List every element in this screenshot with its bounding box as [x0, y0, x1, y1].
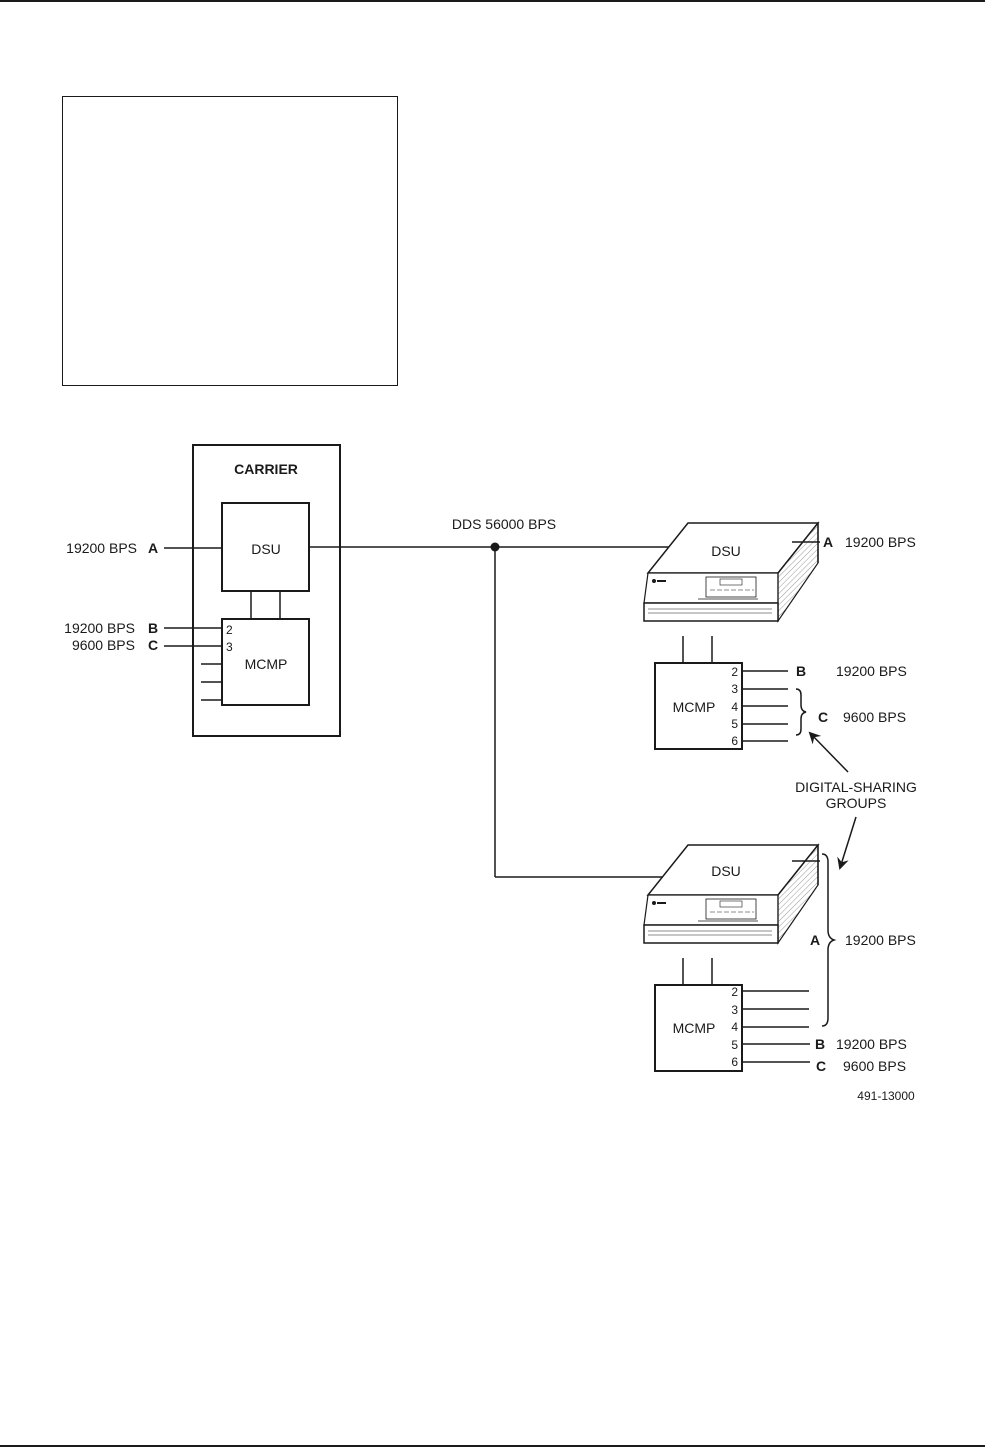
- carrier-dsu-label: DSU: [251, 541, 281, 557]
- annotation-line-1: DIGITAL-SHARING: [795, 779, 917, 795]
- annotation-line-2: GROUPS: [826, 795, 887, 811]
- carrier-input-c-channel: C: [148, 637, 158, 653]
- carrier-input-c-rate: 9600 BPS: [72, 637, 135, 653]
- bottom-rule: [0, 1445, 985, 1447]
- top-rule: [0, 0, 985, 2]
- carrier-enclosure: [192, 444, 341, 737]
- carrier-title: CARRIER: [234, 461, 298, 477]
- remote-1-port-5: 5: [731, 717, 738, 731]
- remote-1-port-4: 4: [731, 700, 738, 714]
- remote-2-port-3: 3: [731, 1003, 738, 1017]
- annotation-arrow-up: [808, 731, 849, 773]
- remote-1-mcmp-label: MCMP: [673, 699, 716, 715]
- dds-link-label: DDS 56000 BPS: [452, 516, 556, 532]
- remote-2-mcmp-label: MCMP: [673, 1020, 716, 1036]
- empty-callout-box: [62, 96, 398, 386]
- remote-2-output-c-rate: 9600 BPS: [843, 1058, 906, 1074]
- carrier-input-b-rate: 19200 BPS: [64, 620, 135, 636]
- carrier-port-2: 2: [226, 623, 233, 637]
- remote-2-output-c-channel: C: [816, 1058, 826, 1074]
- remote-2-port-6: 6: [731, 1055, 738, 1069]
- annotation-arrow-down: [837, 816, 857, 870]
- remote-2-port-2: 2: [731, 985, 738, 999]
- remote-1-port-2: 2: [731, 665, 738, 679]
- carrier-input-a-rate: 19200 BPS: [66, 540, 137, 556]
- carrier-input-a-channel: A: [148, 540, 158, 556]
- carrier-dsu-box: [221, 502, 310, 592]
- remote-1-port-6: 6: [731, 734, 738, 748]
- remote-2-output-b-rate: 19200 BPS: [836, 1036, 907, 1052]
- remote-1-brace: [795, 688, 807, 736]
- figure-id: 491-13000: [857, 1089, 915, 1103]
- remote-1-output-c-rate: 9600 BPS: [843, 709, 906, 725]
- remote-2-output-a-rate: 19200 BPS: [845, 932, 916, 948]
- remote-2-brace: [821, 853, 837, 1027]
- remote-2-dsu-device: [643, 844, 819, 944]
- remote-2-output-b-channel: B: [815, 1036, 825, 1052]
- remote-1-mcmp-box: [654, 662, 743, 750]
- remote-1-port-3: 3: [731, 682, 738, 696]
- remote-2-port-4: 4: [731, 1020, 738, 1034]
- carrier-mcmp-label: MCMP: [245, 656, 288, 672]
- carrier-input-b-channel: B: [148, 620, 158, 636]
- carrier-mcmp-box: [221, 618, 310, 706]
- remote-2-dsu-label: DSU: [711, 863, 741, 879]
- remote-1-dsu-device: [643, 522, 819, 622]
- remote-1-dsu-label: DSU: [711, 543, 741, 559]
- remote-1-output-a-rate: 19200 BPS: [845, 534, 916, 550]
- remote-2-output-a-channel: A: [810, 932, 820, 948]
- remote-1-output-c-channel: C: [818, 709, 828, 725]
- carrier-port-3: 3: [226, 640, 233, 654]
- remote-2-mcmp-box: [654, 984, 743, 1072]
- remote-1-output-a-channel: A: [823, 534, 833, 550]
- remote-2-port-5: 5: [731, 1038, 738, 1052]
- remote-1-output-b-channel: B: [796, 663, 806, 679]
- remote-1-output-b-rate: 19200 BPS: [836, 663, 907, 679]
